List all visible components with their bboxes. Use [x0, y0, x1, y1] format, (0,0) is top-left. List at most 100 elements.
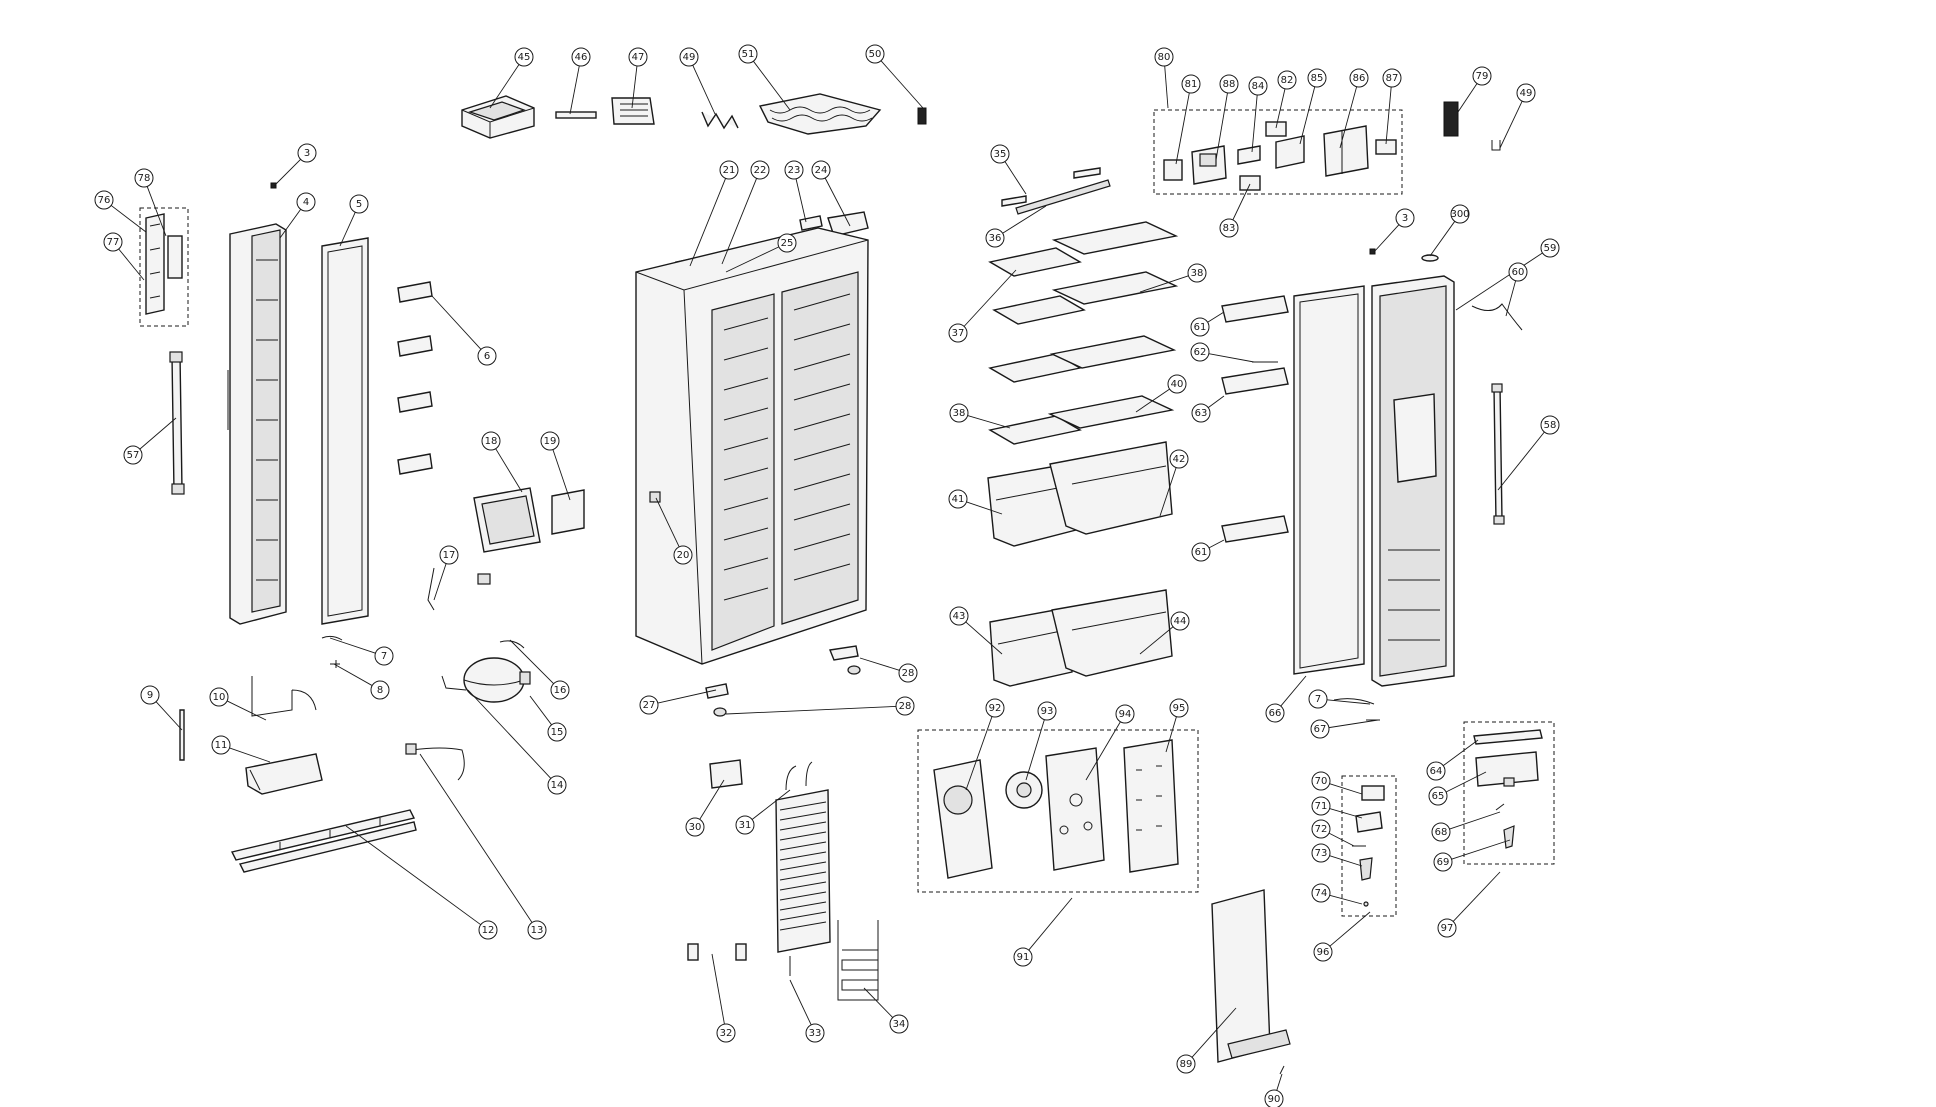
callout-circle	[679, 47, 699, 67]
leader-line	[1207, 395, 1225, 409]
callout-c27: 27	[639, 689, 717, 715]
callout-circle	[374, 646, 394, 666]
callout-number: 71	[1315, 801, 1328, 812]
callout-circle	[1277, 70, 1297, 90]
callout-c11: 11	[211, 735, 271, 763]
part-49-clip-right	[1491, 140, 1501, 151]
callout-circle	[1248, 76, 1268, 96]
callout-c28a: 28	[859, 657, 918, 683]
leader-line	[967, 415, 1011, 429]
leader-line	[965, 621, 1003, 655]
callout-number: 6	[484, 351, 490, 362]
callout-number: 43	[953, 611, 966, 622]
callout-c85: 85	[1299, 68, 1327, 145]
leader-line	[1191, 1007, 1237, 1058]
leader-line	[1326, 699, 1371, 705]
callout-circle	[889, 1014, 909, 1034]
leader-line	[329, 637, 376, 654]
leader-line	[1329, 783, 1363, 795]
callout-number: 49	[683, 52, 696, 63]
callout-number: 4	[303, 197, 309, 208]
callout-c7b: 7	[1308, 689, 1371, 709]
leader-line	[1165, 716, 1177, 753]
leader-line	[529, 695, 552, 726]
leader-line	[721, 178, 758, 265]
leader-line	[1085, 721, 1121, 781]
callout-number: 3	[304, 148, 310, 159]
callout-number: 96	[1317, 947, 1330, 958]
part-34-condenser	[837, 920, 879, 1001]
callout-number: 42	[1173, 454, 1186, 465]
callout-c71: 71	[1311, 796, 1363, 819]
callout-circle	[1311, 771, 1331, 791]
callout-number: 77	[107, 237, 120, 248]
callout-c20: 20	[655, 497, 693, 565]
callout-circle	[527, 920, 547, 940]
callout-number: 37	[952, 328, 965, 339]
part-35-36-strips	[1001, 167, 1111, 215]
leader-line	[1280, 675, 1307, 707]
callout-c17: 17	[433, 545, 459, 601]
leader-line	[1373, 224, 1400, 253]
callout-number: 90	[1268, 1094, 1281, 1105]
callout-c88: 88	[1215, 74, 1239, 161]
callout-number: 30	[689, 822, 702, 833]
callout-circle	[735, 815, 755, 835]
callout-number: 60	[1512, 267, 1525, 278]
leader-line	[1251, 94, 1258, 153]
callout-circle	[123, 445, 143, 465]
leader-line	[1505, 280, 1517, 317]
callout-c4: 4	[279, 192, 316, 239]
part-4-freezer-door	[227, 223, 287, 625]
leader-line	[489, 64, 520, 109]
callout-c40: 40	[1135, 374, 1187, 413]
part-93-fan-motor	[1005, 771, 1043, 809]
callout-c61b: 61	[1191, 539, 1225, 562]
callout-circle	[94, 190, 114, 210]
callout-circle	[1508, 262, 1528, 282]
callout-c13: 13	[419, 753, 547, 940]
callout-circle	[1169, 449, 1189, 469]
callout-circle	[1169, 698, 1189, 718]
callout-c47: 47	[628, 47, 648, 109]
callout-number: 87	[1386, 73, 1399, 84]
callout-number: 20	[677, 550, 690, 561]
callout-c43: 43	[949, 606, 1003, 655]
callout-c31: 31	[735, 789, 791, 835]
callout-c92: 92	[965, 698, 1005, 791]
callout-circle	[685, 817, 705, 837]
leader-line	[1164, 65, 1169, 109]
leader-line	[1299, 86, 1316, 145]
callout-circle	[738, 44, 758, 64]
callout-c36: 36	[985, 205, 1047, 248]
callout-number: 86	[1353, 73, 1366, 84]
callout-circle	[1219, 218, 1239, 238]
callout-c22: 22	[721, 160, 770, 265]
callout-number: 51	[742, 49, 755, 60]
callout-number: 88	[1223, 79, 1236, 90]
callout-number: 7	[381, 651, 387, 662]
callout-circle	[1313, 942, 1333, 962]
callout-circle	[1540, 238, 1560, 258]
callout-circle	[1310, 719, 1330, 739]
callout-c41: 41	[948, 489, 1003, 515]
callout-c3a: 3	[273, 143, 317, 187]
callout-c7a: 7	[329, 637, 394, 666]
callout-c24: 24	[811, 160, 851, 227]
callout-circle	[547, 722, 567, 742]
callout-circle	[1307, 68, 1327, 88]
leader-line	[966, 501, 1003, 515]
part-50-cap	[917, 107, 927, 125]
callout-number: 73	[1315, 848, 1328, 859]
group-box-80	[1153, 109, 1403, 195]
callout-circle	[550, 680, 570, 700]
callout-number: 15	[551, 727, 564, 738]
part-12-base-frame	[230, 809, 417, 873]
callout-circle	[547, 775, 567, 795]
part-13-pipe	[405, 743, 465, 781]
callout-number: 34	[893, 1019, 906, 1030]
callout-circle	[1540, 415, 1560, 435]
leader-line	[1208, 539, 1225, 549]
callout-circle	[1176, 1054, 1196, 1074]
callout-c57: 57	[123, 417, 177, 465]
